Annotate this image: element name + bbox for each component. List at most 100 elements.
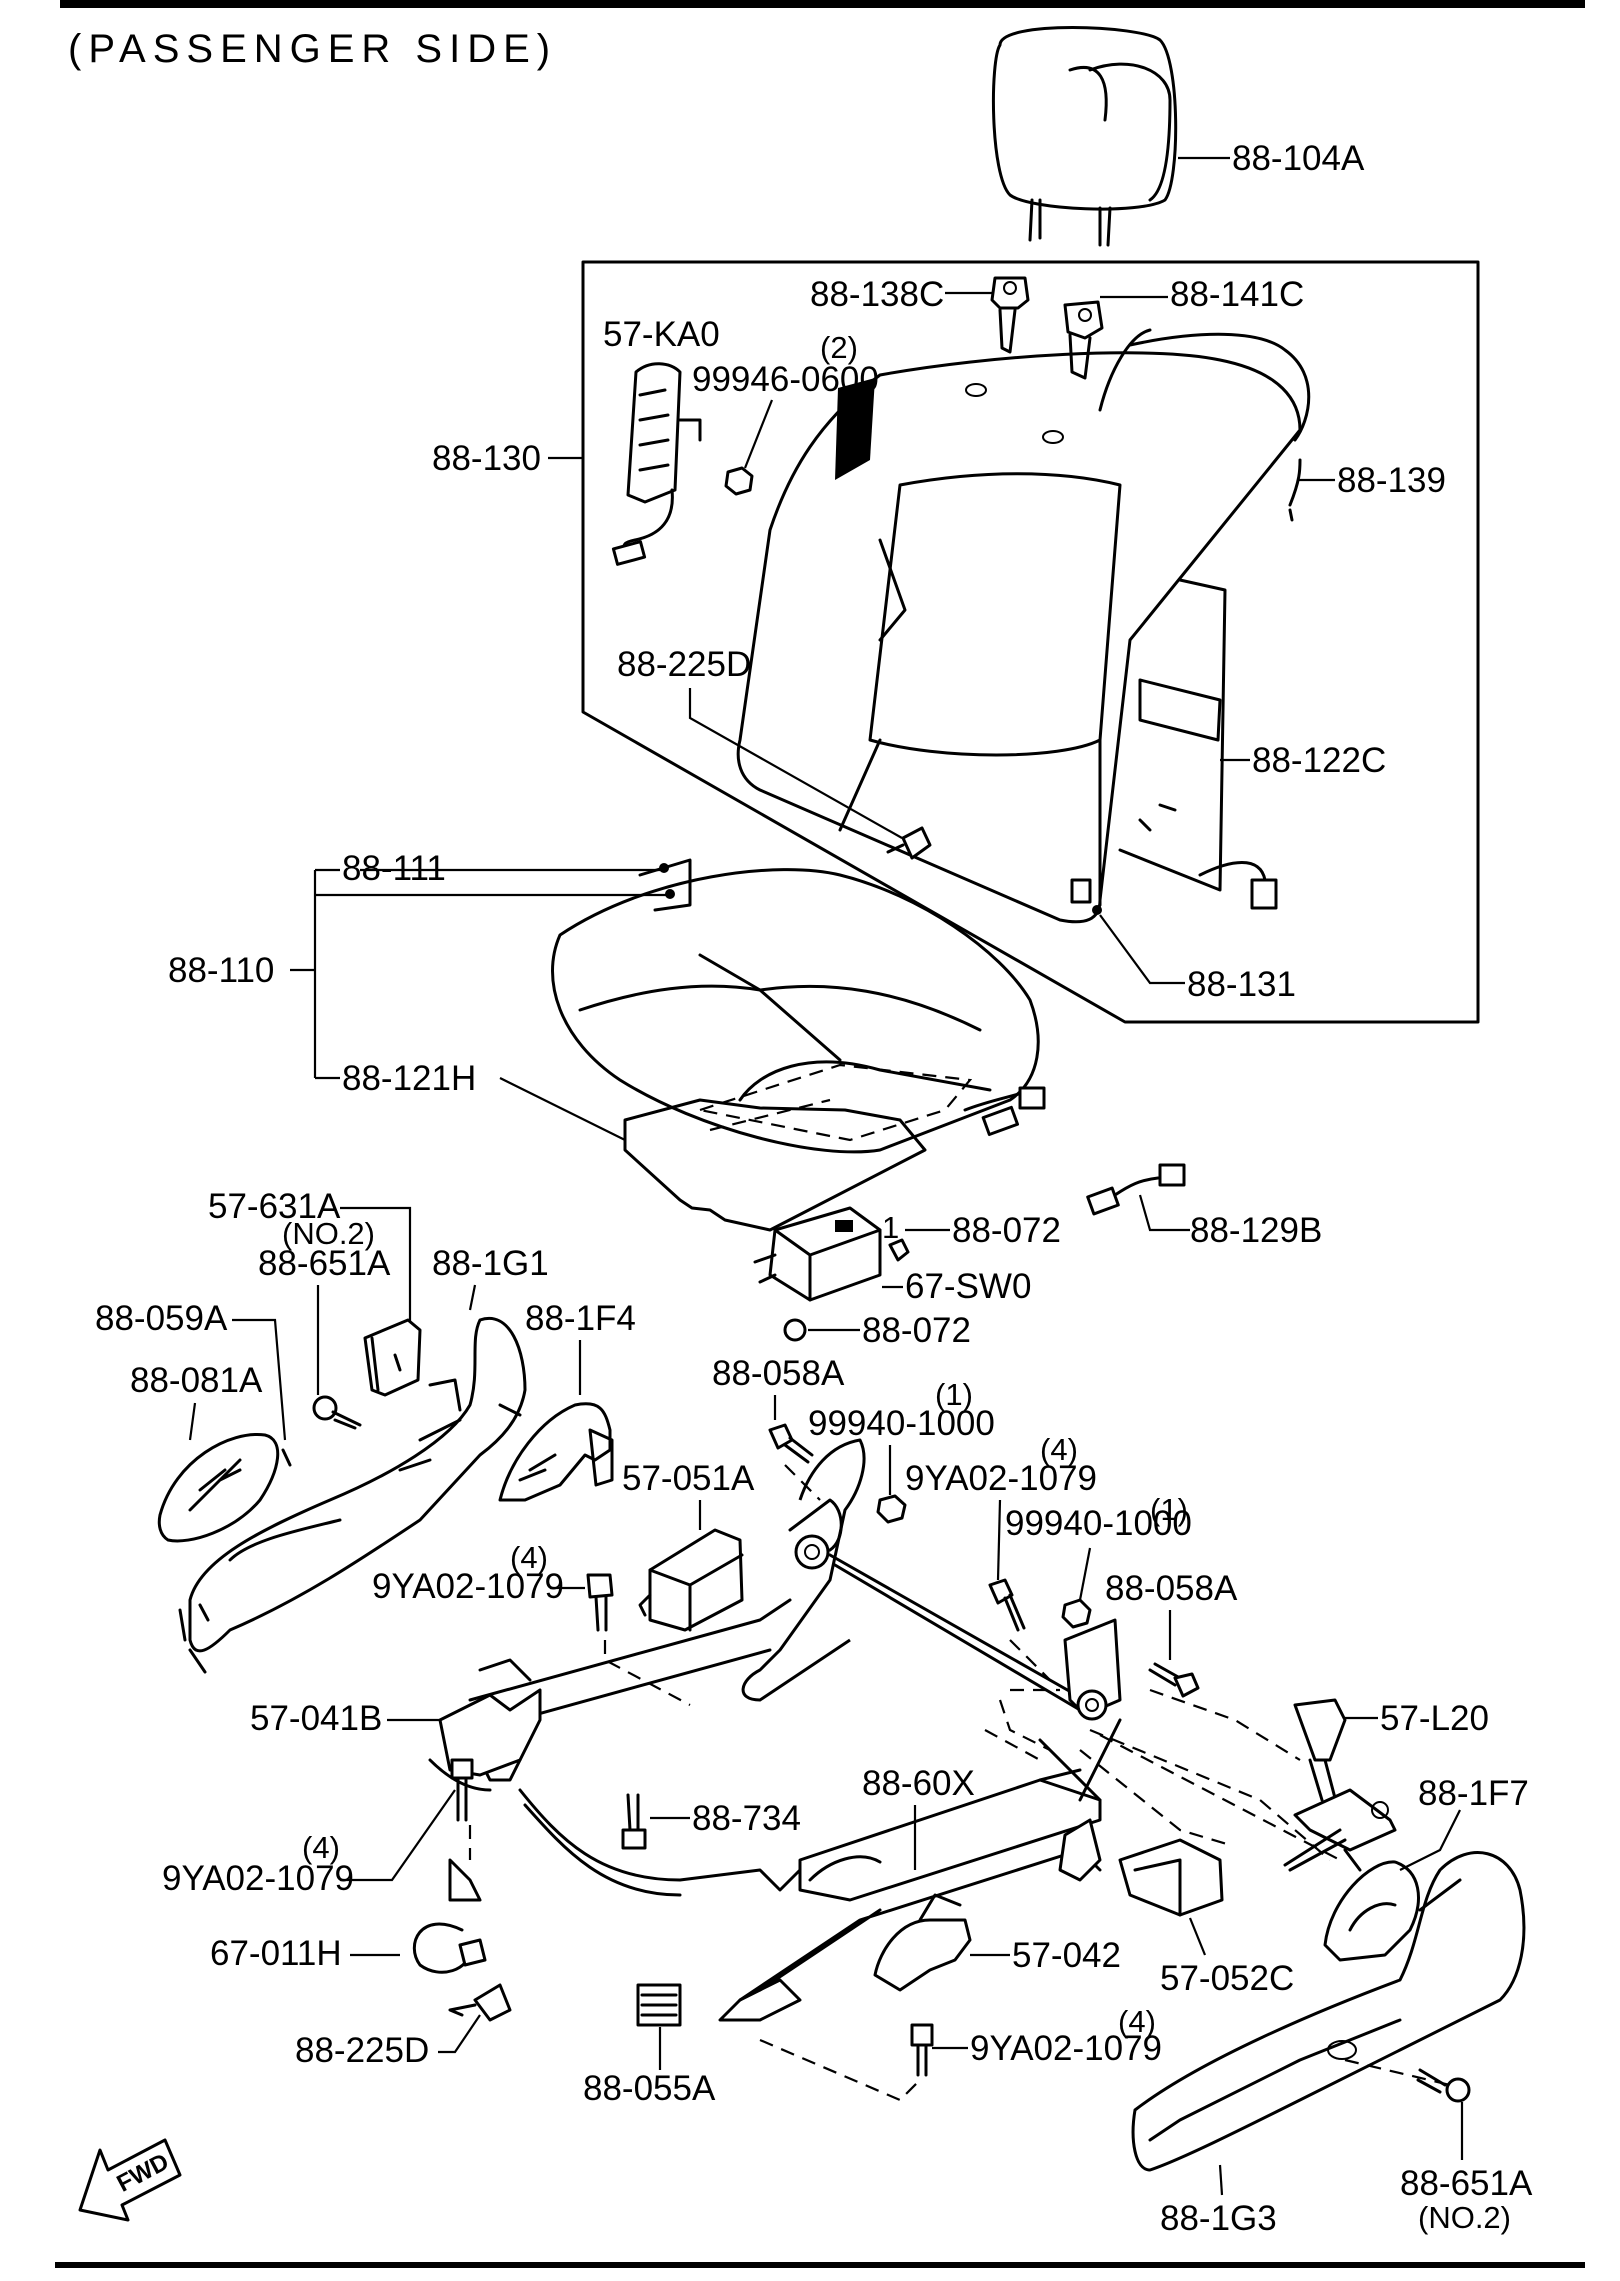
label-88-138C: 88-138C [810,275,944,314]
bottom-border [55,2262,1585,2268]
fwd-arrow-icon: FWD [78,2138,182,2222]
label-67-SW0: 67-SW0 [905,1267,1031,1306]
qty-9YA02-a: (4) [1040,1432,1078,1467]
label-88-081A: 88-081A [130,1361,263,1400]
bolt-88-058A-a [768,1423,814,1464]
label-99940-1000-b: 99940-1000 [1005,1504,1192,1543]
label-57-KA0: 57-KA0 [603,315,720,354]
label-88-111: 88-111 [342,849,446,888]
label-88-1F4: 88-1F4 [525,1299,636,1338]
label-88-651A-top: 88-651A [258,1244,391,1283]
label-88-1F7: 88-1F7 [1418,1774,1529,1813]
seat-frame-88-60X [428,1438,1122,2022]
qty-99940-b: (1) [1150,1492,1188,1527]
label-88-104A: 88-104A [1232,139,1365,178]
qty-9YA02-d: (4) [1118,2004,1156,2039]
qty-9YA02-b: (4) [510,1540,548,1575]
airbag-module-57-KA0 [611,362,702,566]
label-9YA02-1079-d: 9YA02-1079 [970,2029,1162,2068]
label-88-1G3: 88-1G3 [1160,2199,1277,2238]
cap-88-055A [636,1983,682,2027]
nut-99940-1000-b [1061,1598,1092,1629]
label-88-225D-bot: 88-225D [295,2031,429,2070]
bolt-9YA02-1079-b [586,1573,614,1632]
label-88-141C: 88-141C [1170,275,1304,314]
label-88-058A-a: 88-058A [712,1354,845,1393]
screw-88-651A-top [312,1395,362,1430]
bracket-57-631A [363,1318,422,1397]
label-88-110: 88-110 [168,951,274,990]
nut-99940-1000-a [876,1494,907,1524]
label-88-60X: 88-60X [862,1764,975,1803]
buckle-57-L20 [1283,1698,1397,1872]
bolt-88-734 [621,1793,647,1850]
label-88-121H: 88-121H [342,1059,476,1098]
screw-88-651A-bot [1416,2068,1471,2103]
label-88-139: 88-139 [1337,461,1446,500]
qty-99940-a: (1) [935,1377,973,1412]
clip-88-225D-upper [901,826,932,860]
label-57-L20: 57-L20 [1380,1699,1489,1738]
qty-no2-top: (NO.2) [282,1216,375,1251]
label-57-051A: 57-051A [622,1459,755,1498]
sensor-67-SW0 [753,1206,882,1302]
label-9YA02-1079-a: 9YA02-1079 [905,1459,1097,1498]
label-57-041B: 57-041B [250,1699,382,1738]
label-57-042: 57-042 [1012,1936,1121,1975]
label-57-631A: 57-631A [208,1187,341,1226]
qty-no2-bot: (NO.2) [1418,2200,1511,2235]
top-border [60,0,1585,8]
nut-88-072-a [888,1238,910,1262]
shield-88-1F4 [498,1402,614,1502]
bolt-9YA02-1079-d [910,2023,934,2077]
wire-88-139-top [1098,328,1294,522]
clip-88-225D-lower [448,1983,512,2022]
cover-57-042 [873,1893,972,1992]
nut-88-072-b [783,1318,807,1342]
label-88-1G1: 88-1G1 [432,1244,549,1283]
trim-88-1G1 [178,1316,527,1674]
cover-88-081A [157,1432,280,1543]
trim-88-1G3 [1131,1851,1526,2172]
label-57-052C: 57-052C [1160,1959,1294,1998]
label-88-058A-b: 88-058A [1105,1569,1238,1608]
bracket-57-052C [1118,1838,1224,1917]
label-88-055A: 88-055A [583,2069,716,2108]
seatback-connector [1250,878,1278,910]
label-67-011H: 67-011H [210,1934,342,1973]
assembly-dashed-lines [468,1464,1451,2102]
bracket-57-051A [638,1528,744,1632]
bolt-9YA02-1079-c [450,1758,474,1822]
label-88-072-b: 88-072 [862,1311,971,1350]
wire-88-139 [1288,458,1302,507]
nut-99946-0600 [724,466,754,496]
label-88-059A: 88-059A [95,1299,228,1338]
label-88-651A-bot: 88-651A [1400,2164,1533,2203]
label-88-122C: 88-122C [1252,741,1386,780]
label-88-072-a: 88-072 [952,1211,1061,1250]
seatback-board-part [1118,332,1311,892]
qty-9YA02-c: (4) [302,1830,340,1865]
label-88-130: 88-130 [432,439,541,478]
harness-88-129B [1086,1163,1186,1216]
diagram-title: (PASSENGER SIDE) [68,27,557,71]
seatback-group-box [581,260,1480,1024]
shield-88-1F7 [1323,1860,1420,1962]
label-88-734: 88-734 [692,1799,801,1838]
clip-88-141C [1063,300,1104,380]
clip-88-138C [990,276,1030,354]
bracket-57-041B [438,1658,542,1777]
label-99940-1000-a: 99940-1000 [808,1404,995,1443]
mark-1: 1 [882,1210,899,1245]
label-88-225D-top: 88-225D [617,645,751,684]
clip-88-059A [281,1448,292,1467]
bolt-88-058A-b [1148,1662,1200,1698]
seatback-trim-part [736,351,1302,924]
seat-pad-88-121H [623,1063,973,1232]
clip-67-011H [412,1922,487,1974]
label-99946-0600: 99946-0600 [692,360,879,399]
qty-99946: (2) [820,330,858,365]
label-88-131: 88-131 [1187,965,1296,1004]
